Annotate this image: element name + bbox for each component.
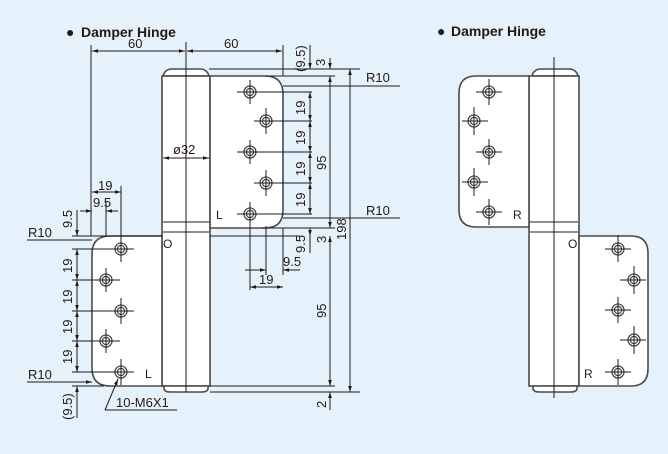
dim-pitch: 19: [293, 162, 308, 176]
left-title: Damper Hinge: [81, 24, 176, 40]
dim-hole-offset-a: 9.5: [283, 254, 301, 269]
origin-label: O: [163, 237, 172, 251]
bullet-icon: ●: [66, 24, 74, 40]
hand-label: L: [145, 367, 152, 381]
dim-top-gap: 3: [313, 59, 328, 66]
dim-width-left: 60: [128, 36, 142, 51]
bullet-icon: ●: [437, 23, 445, 39]
hand-label: R: [513, 208, 522, 222]
dim-total-height: 198: [334, 218, 349, 240]
dim-bottom-gap: 2: [314, 401, 329, 408]
dim-top-offset: (9.5): [293, 45, 308, 72]
left-hinge-drawing: ● Damper Hinge: [27, 24, 400, 420]
dim-pitch: 19: [60, 259, 75, 273]
right-title: Damper Hinge: [451, 23, 546, 39]
radius-label: R10: [366, 70, 390, 85]
upper-holes: [462, 79, 502, 225]
radius-label: R10: [28, 367, 52, 382]
dim-mid-gap: 3: [314, 236, 329, 243]
hand-label: R: [584, 367, 593, 381]
upper-holes: [237, 80, 312, 226]
screw-spec: 10-M6X1: [116, 395, 169, 410]
dim-width-right: 60: [224, 36, 238, 51]
dim-pitch: 19: [293, 131, 308, 145]
lower-holes: [605, 235, 646, 385]
dim-pitch: 19: [60, 350, 75, 364]
knuckle: [528, 57, 580, 398]
dim-hole-offset-b: 19: [259, 272, 273, 287]
hand-label: L: [216, 208, 223, 222]
dim-pitch: 19: [293, 193, 308, 207]
dim-left-top-offset: 9.5: [60, 210, 75, 228]
knuckle: [161, 42, 211, 393]
dim-pitch: 19: [60, 320, 75, 334]
lower-holes: [72, 236, 134, 385]
dim-pitch: 19: [293, 101, 308, 115]
radius-label: R10: [366, 203, 390, 218]
dim-left-hole-x-a: 19: [98, 178, 112, 193]
dim-bottom-offset: (9.5): [60, 393, 75, 420]
dim-knuckle-diameter: ø32: [173, 142, 195, 157]
origin-label: O: [568, 237, 577, 251]
dim-leaf-height-lower: 95: [314, 304, 329, 318]
dim-leaf-height-upper: 95: [314, 156, 329, 170]
dim-left-hole-x-b: 9.5: [93, 195, 111, 210]
dim-mid-offset: 9.5: [293, 235, 308, 253]
right-hinge-drawing: ● Damper Hinge R: [437, 23, 649, 398]
dim-pitch: 19: [60, 290, 75, 304]
radius-label: R10: [28, 225, 52, 240]
